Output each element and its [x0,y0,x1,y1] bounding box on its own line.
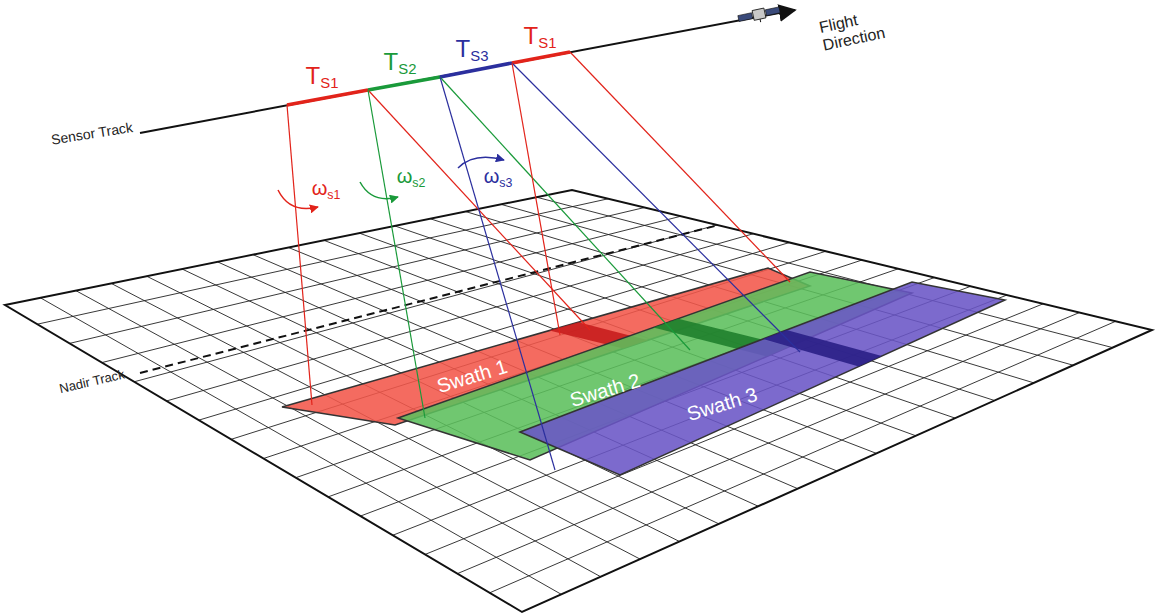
track-label: Nadir Track [58,368,126,397]
burst-segment [440,63,512,77]
burst-time-label: TS2 [384,49,417,78]
beam-ray [440,77,690,350]
ground-grid [37,197,1115,594]
swath-area [520,282,1005,475]
beam-ray [368,90,425,418]
steering-rate-label: ωs1 [311,177,342,202]
beam-ray [512,63,560,335]
swath-outline [520,282,1005,475]
burst-time-label: TS1 [306,63,339,92]
steering-rate-label: ωs2 [396,165,427,190]
burst-segment [512,52,570,63]
burst-footprint [763,330,882,367]
steering-rate-label: ωs3 [483,165,514,190]
sensor-track [140,10,795,133]
beam-ray [512,63,800,352]
satellite-icon [737,5,781,26]
ground-outline [5,190,1152,612]
swath-region: Swath 3 [520,282,1005,475]
beam-ray [570,52,790,282]
direction-label: Flight Direction [817,6,886,54]
burst-time-label: TS3 [456,36,489,65]
burst-segment [368,77,440,90]
track-label: Sensor Track [50,120,134,148]
steering-arc [360,182,398,199]
beam-ray [440,77,555,470]
burst-segment [287,90,368,105]
burst-time-label: TS1 [524,23,557,52]
beam-ray [287,105,312,405]
beam-ray [368,90,590,330]
